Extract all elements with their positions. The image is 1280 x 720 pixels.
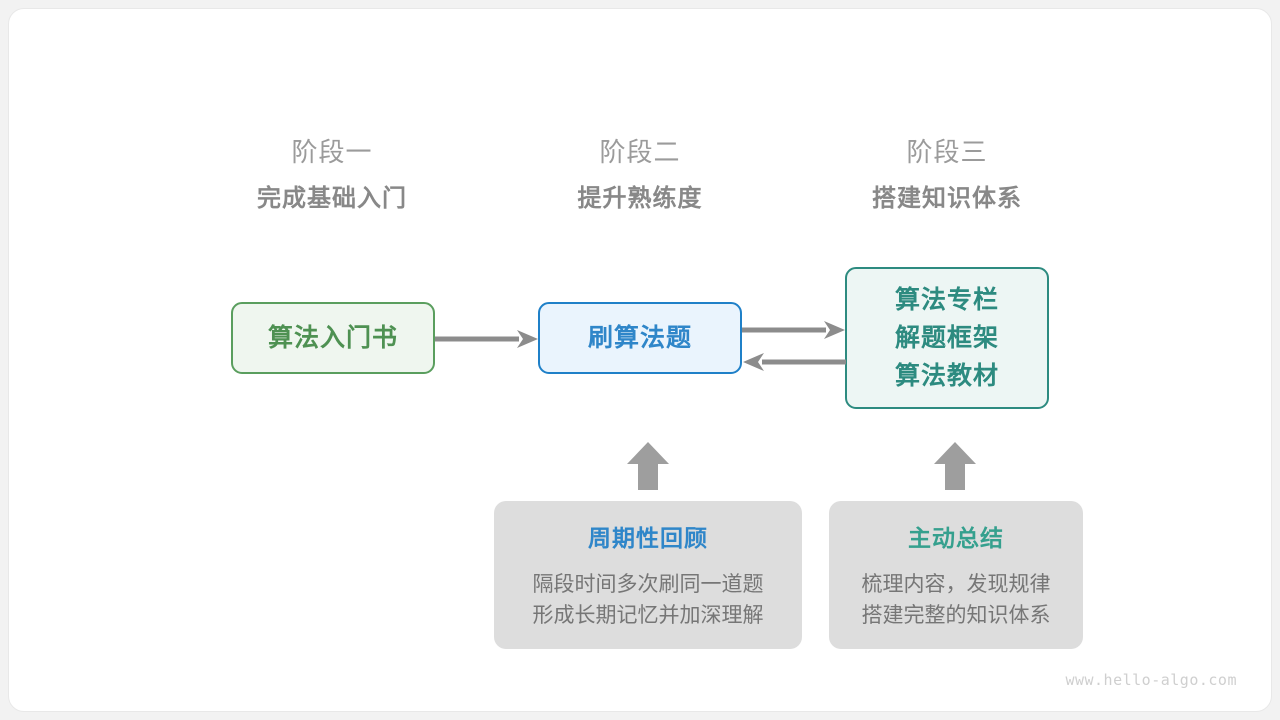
stage-2-title: 提升熟练度 — [577, 185, 703, 212]
arrow-review-up — [627, 442, 669, 490]
arrow-knowledge-to-practice — [743, 353, 846, 371]
stage-header-3: 阶段三 搭建知识体系 — [797, 135, 1097, 216]
watermark-url: www.hello-algo.com — [1065, 671, 1237, 689]
note-periodic-review[interactable]: 周期性回顾 隔段时间多次刷同一道题 形成长期记忆并加深理解 — [494, 501, 802, 649]
node-knowledge-system[interactable]: 算法专栏 解题框架 算法教材 — [845, 267, 1049, 409]
arrow-practice-to-knowledge — [742, 321, 845, 339]
note-periodic-review-line-1: 隔段时间多次刷同一道题 — [532, 573, 764, 596]
node-intro-book-label: 算法入门书 — [267, 324, 398, 352]
arrow-summary-up — [934, 442, 976, 490]
note-periodic-review-line-2: 形成长期记忆并加深理解 — [532, 604, 764, 627]
stage-header-2: 阶段二 提升熟练度 — [490, 135, 790, 216]
note-periodic-review-title: 周期性回顾 — [588, 525, 708, 551]
note-active-summary-line-2: 搭建完整的知识体系 — [861, 604, 1051, 627]
stage-1-title: 完成基础入门 — [257, 185, 407, 212]
node-practice-problems[interactable]: 刷算法题 — [538, 302, 742, 374]
node-intro-book[interactable]: 算法入门书 — [231, 302, 435, 374]
stage-3-title: 搭建知识体系 — [872, 185, 1022, 212]
stage-header-1: 阶段一 完成基础入门 — [182, 135, 482, 216]
node-practice-problems-label: 刷算法题 — [587, 324, 692, 352]
node-knowledge-line-1: 算法专栏 — [894, 286, 999, 314]
node-knowledge-line-3: 算法教材 — [894, 362, 999, 390]
stage-2-number: 阶段二 — [599, 137, 681, 167]
note-active-summary-title: 主动总结 — [908, 525, 1004, 551]
diagram-frame: 阶段一 完成基础入门 阶段二 提升熟练度 阶段三 搭建知识体系 算法入门书 刷算… — [8, 8, 1272, 712]
stage-1-number: 阶段一 — [291, 137, 373, 167]
arrow-book-to-practice — [435, 330, 538, 348]
node-knowledge-line-2: 解题框架 — [894, 324, 999, 352]
note-active-summary-line-1: 梳理内容，发现规律 — [861, 573, 1051, 596]
note-active-summary[interactable]: 主动总结 梳理内容，发现规律 搭建完整的知识体系 — [829, 501, 1083, 649]
stage-3-number: 阶段三 — [906, 137, 988, 167]
note-active-summary-body: 梳理内容，发现规律 搭建完整的知识体系 — [862, 569, 1051, 631]
note-periodic-review-body: 隔段时间多次刷同一道题 形成长期记忆并加深理解 — [533, 569, 764, 631]
